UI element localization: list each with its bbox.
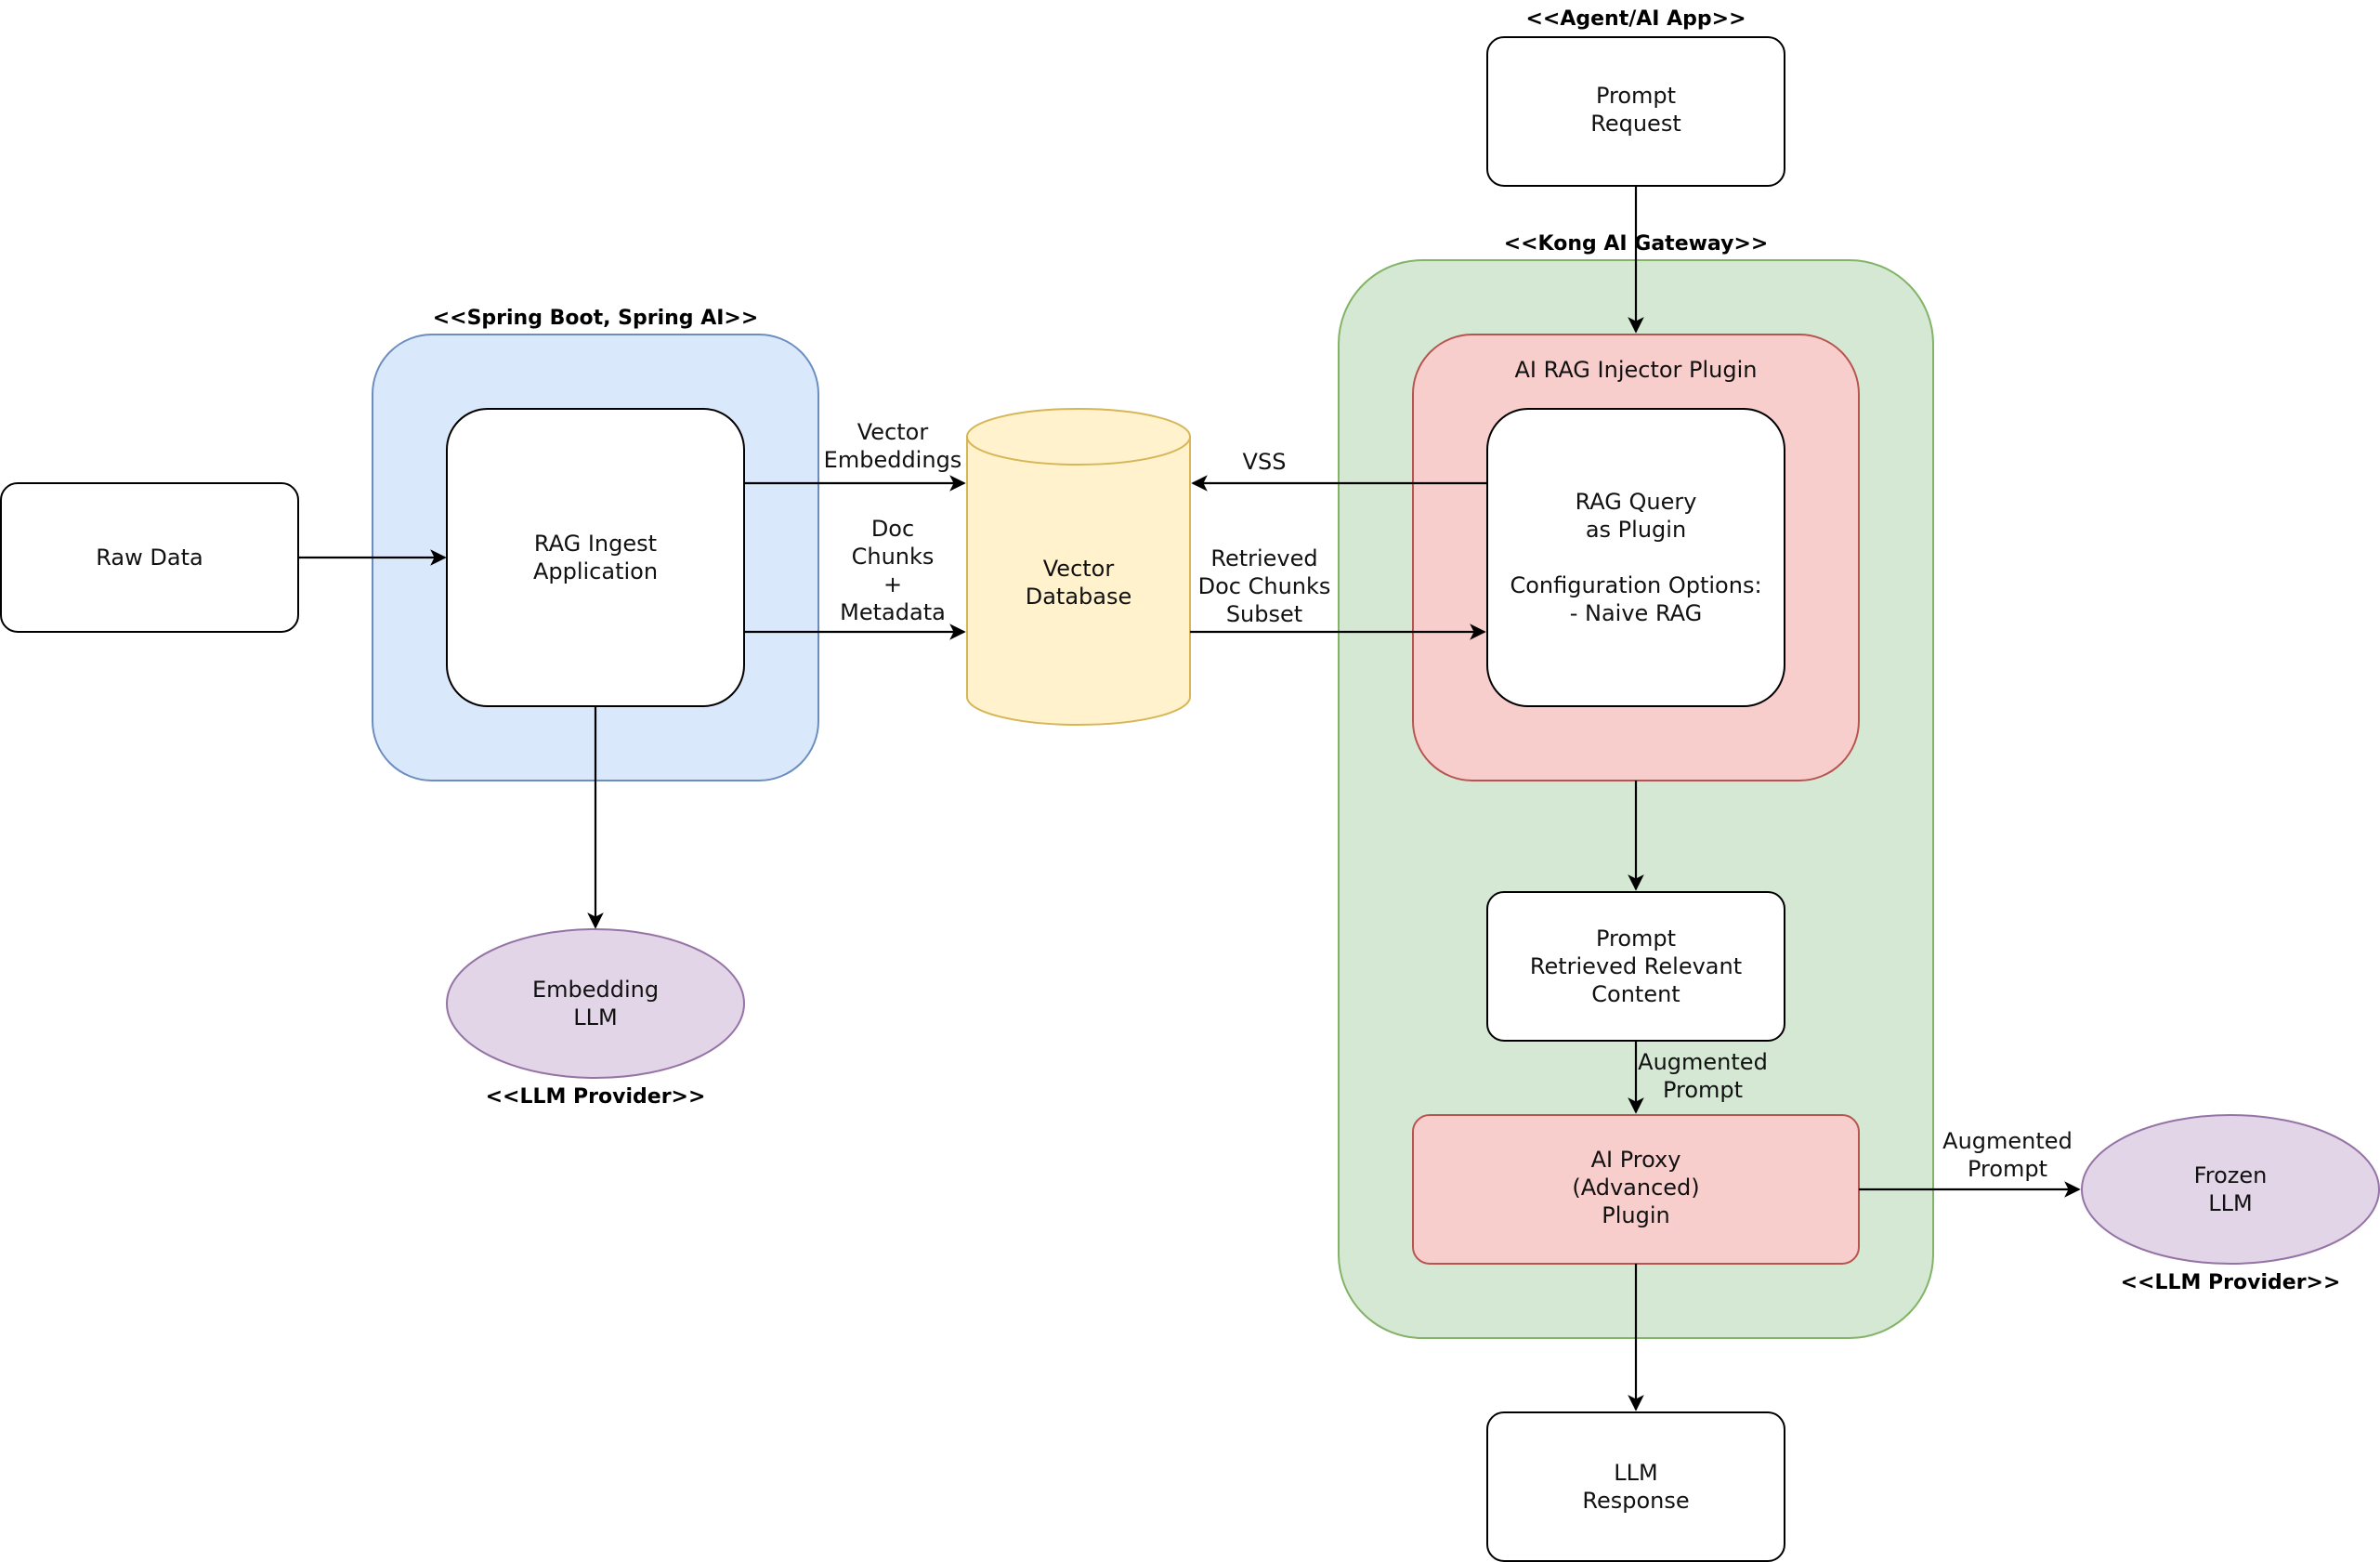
rag-ingest-node[interactable] bbox=[446, 408, 745, 707]
edge-label-vss: VSS bbox=[1243, 449, 1287, 475]
stereotype-spring: <<Spring Boot, Spring AI>> bbox=[433, 307, 759, 330]
stereotype-llm-provider-right: <<LLM Provider>> bbox=[2121, 1271, 2341, 1294]
stereotype-agent-app: <<Agent/AI App>> bbox=[1525, 7, 1746, 31]
raw-data-label: Raw Data bbox=[96, 545, 203, 571]
llm-response-node[interactable] bbox=[1486, 1411, 1785, 1562]
embedding-llm-node[interactable] bbox=[446, 928, 745, 1079]
stereotype-llm-provider-left: <<LLM Provider>> bbox=[486, 1085, 706, 1109]
stereotype-kong-gateway: <<Kong AI Gateway>> bbox=[1504, 232, 1769, 256]
vector-database-node[interactable] bbox=[966, 408, 1191, 726]
rag-query-node[interactable] bbox=[1486, 408, 1785, 707]
frozen-llm-node[interactable] bbox=[2081, 1114, 2380, 1265]
ai-proxy-label: AI Proxy(Advanced)Plugin bbox=[1572, 1147, 1699, 1228]
injector-title: AI RAG Injector Plugin bbox=[1514, 357, 1757, 383]
